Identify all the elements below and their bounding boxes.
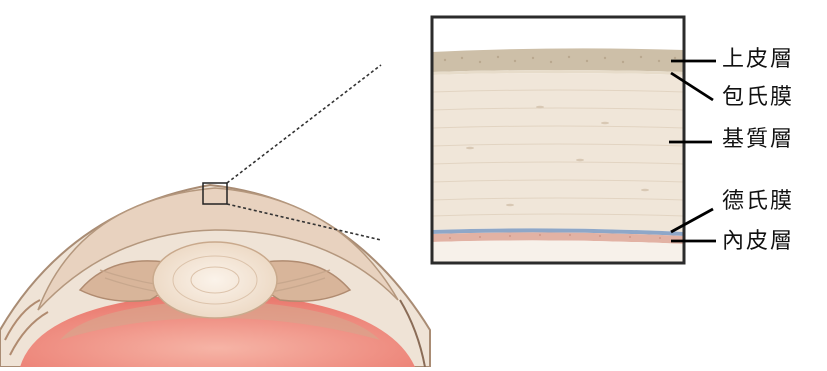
label-stroma: 基質層 <box>722 128 794 152</box>
cornea-layers-inset <box>432 17 684 263</box>
label-epithelium: 上皮層 <box>722 48 794 72</box>
layer-stroma <box>432 73 684 232</box>
lens <box>153 242 277 318</box>
label-endothelium: 內皮層 <box>722 230 794 254</box>
layer-epithelium <box>432 48 684 72</box>
label-descemet-membrane: 德氏膜 <box>722 190 794 214</box>
zoom-line-top <box>227 65 381 183</box>
eye-cross-section <box>0 185 430 367</box>
label-bowman-membrane: 包氏膜 <box>722 86 794 110</box>
